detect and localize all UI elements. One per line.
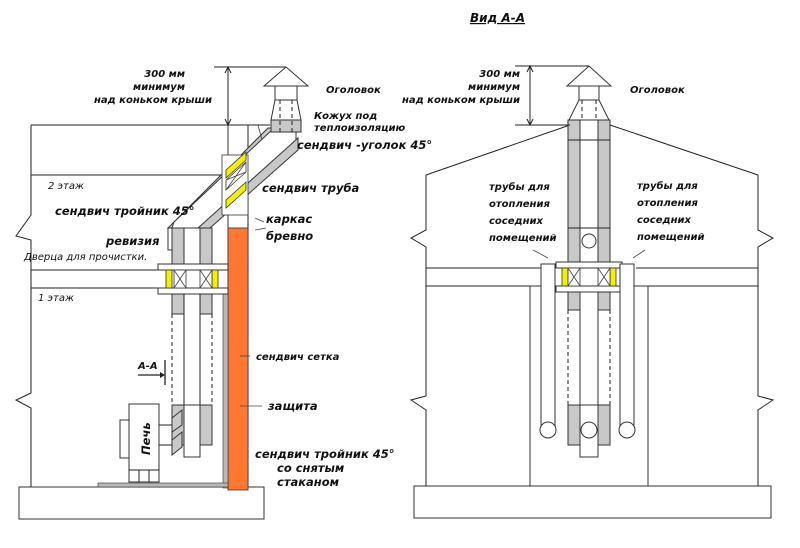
floor-plate <box>97 482 229 488</box>
right-pipes-label-line3: соседних <box>637 215 692 226</box>
protection-screen <box>222 287 229 489</box>
foundation-slab-right <box>413 485 772 519</box>
section-marker: А-А <box>137 360 166 385</box>
foundation-slab <box>18 486 265 520</box>
clearance-line1-left: 300 мм <box>144 69 185 80</box>
vertical-chimney-left <box>157 227 229 458</box>
clearance-line2-left: минимум <box>133 82 185 93</box>
casing-label-line2: теплоизоляцию <box>314 123 406 134</box>
head-label-right: Оголовок <box>630 85 685 96</box>
central-chimney <box>555 119 623 458</box>
elbow-label: сендвич -уголок 45° <box>297 138 432 152</box>
floor1-label: 1 этаж <box>38 293 74 304</box>
cleanout-door-label: Дверца для прочистки. <box>23 252 147 263</box>
left-view: Печь А-А 300 мм минимум над коньком крыш… <box>14 65 432 520</box>
bottom-tee-label-line1: сендвич тройник 45° <box>255 447 395 461</box>
stove: Печь <box>119 403 172 483</box>
head-label-left: Оголовок <box>326 85 381 96</box>
casing-label-line1: Кожух под <box>314 111 377 122</box>
clearance-line1-right: 300 мм <box>479 69 520 80</box>
left-pipes-leader <box>532 249 549 259</box>
protection-label: защита <box>267 399 318 413</box>
right-pipes-label-line1: трубы для <box>637 180 698 192</box>
log-label: бревно <box>266 229 313 243</box>
chimney-head-right <box>565 65 613 121</box>
clearance-dimension-right <box>515 64 589 127</box>
left-wall <box>14 125 32 487</box>
clearance-line2-right: минимум <box>468 82 520 93</box>
house-outline-right-2 <box>609 124 775 486</box>
mesh-label: сендвич сетка <box>256 352 340 363</box>
chimney-head-left <box>262 66 310 133</box>
roof-passthrough <box>221 151 249 216</box>
right-pipes-label-line4: помещений <box>637 232 705 243</box>
clearance-line3-left: над коньком крыши <box>94 95 212 106</box>
section-marker-label: А-А <box>137 361 158 372</box>
revision-label: ревизия <box>105 234 160 248</box>
stove-label: Печь <box>139 422 153 455</box>
right-pipes-label-line2: отопления <box>637 198 698 209</box>
neighbour-pipe-right <box>618 263 636 439</box>
clearance-line3-right: над коньком крыши <box>402 95 520 106</box>
log-leader <box>254 227 267 231</box>
frame-leader <box>254 217 265 223</box>
left-pipes-label-line1: трубы для <box>489 181 550 193</box>
view-title: Вид А-А <box>470 11 525 25</box>
left-pipes-label-line4: помещений <box>489 233 557 244</box>
clearance-dimension-left <box>214 65 286 141</box>
floor2-label: 2 этаж <box>48 181 84 192</box>
right-view: Вид А-А <box>402 11 775 519</box>
neighbour-pipe-left <box>539 263 557 439</box>
sandwich-pipe-label: сендвич труба <box>262 181 360 195</box>
frame-label: каркас <box>266 212 312 226</box>
bottom-tee-label-line3: стаканом <box>277 475 340 489</box>
tee-label: сендвич тройник 45° <box>55 204 195 218</box>
left-pipes-label-line3: соседних <box>489 216 544 227</box>
left-pipes-label-line2: отопления <box>489 199 550 210</box>
bottom-tee-label-line2: со снятым <box>277 461 345 475</box>
protection-orange <box>227 227 249 491</box>
right-pipes-leader <box>632 249 646 259</box>
house-outline-right <box>409 124 571 486</box>
